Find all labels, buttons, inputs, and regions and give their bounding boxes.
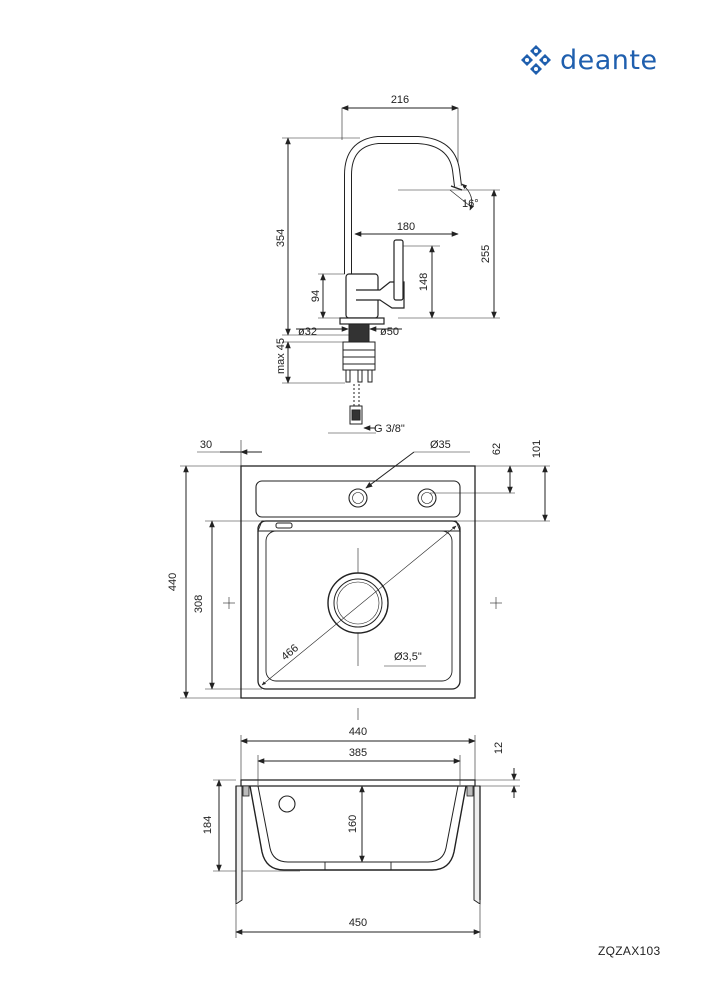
dim-faucet-width: 216 xyxy=(391,94,409,106)
dim-total-depth: 184 xyxy=(202,816,214,834)
dim-max-thickness: max 45 xyxy=(275,338,287,374)
dim-connection: G 3/8" xyxy=(374,423,405,435)
sink-top-view xyxy=(180,440,550,720)
dim-body-height: 148 xyxy=(418,273,430,291)
dim-section-outer-width: 440 xyxy=(349,726,367,738)
deante-logo-icon xyxy=(521,45,551,75)
dim-faucet-height: 354 xyxy=(275,229,287,247)
dim-spout-height: 255 xyxy=(480,245,492,263)
dim-spout-reach: 180 xyxy=(397,221,415,233)
faucet-elevation xyxy=(282,105,500,434)
dim-drain-diameter: Ø3,5" xyxy=(394,651,422,663)
dim-bowl-start-top: 101 xyxy=(531,440,543,458)
brand-logo: deante xyxy=(518,40,678,80)
dim-base-diameter: ø32 xyxy=(298,326,317,338)
brand-name: deante xyxy=(560,44,658,76)
sink-section-view xyxy=(213,735,520,938)
dim-section-bowl-width: 385 xyxy=(349,747,367,759)
dim-cabinet-width: 450 xyxy=(349,917,367,929)
dim-handle-height: 94 xyxy=(310,290,322,302)
dim-tap-offset: 30 xyxy=(200,439,212,451)
dim-bowl-diagonal: 466 xyxy=(279,642,301,663)
dim-tap-center-top: 62 xyxy=(491,443,503,455)
dim-body-diameter: ø50 xyxy=(380,326,399,338)
dim-rim-thickness: 12 xyxy=(493,742,505,754)
dim-swivel-angle: 16° xyxy=(462,198,479,210)
dim-bowl-height: 308 xyxy=(193,595,205,613)
dim-tap-hole-diameter: Ø35 xyxy=(430,439,451,451)
product-code: ZQZAX103 xyxy=(598,944,661,958)
dim-outer-height: 440 xyxy=(167,573,179,591)
dim-bowl-depth: 160 xyxy=(347,815,359,833)
